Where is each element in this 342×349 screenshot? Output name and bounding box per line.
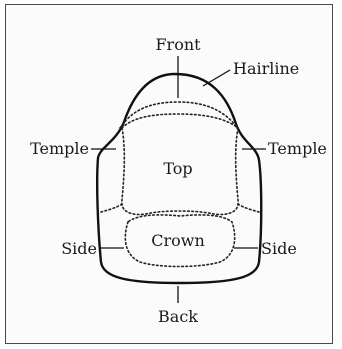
label-side-right: Side (261, 239, 297, 258)
label-back: Back (158, 307, 198, 326)
hairline-leader (203, 70, 230, 86)
right-side-divider (238, 204, 259, 212)
label-side-left: Side (61, 239, 97, 258)
label-front: Front (155, 35, 201, 54)
label-crown: Crown (151, 231, 205, 250)
left-side-divider (101, 204, 122, 212)
label-temple-right: Temple (268, 139, 327, 158)
label-temple-left: Temple (30, 139, 89, 158)
label-hairline: Hairline (233, 59, 299, 78)
label-top: Top (163, 159, 192, 178)
hairline-boundary (120, 102, 236, 128)
